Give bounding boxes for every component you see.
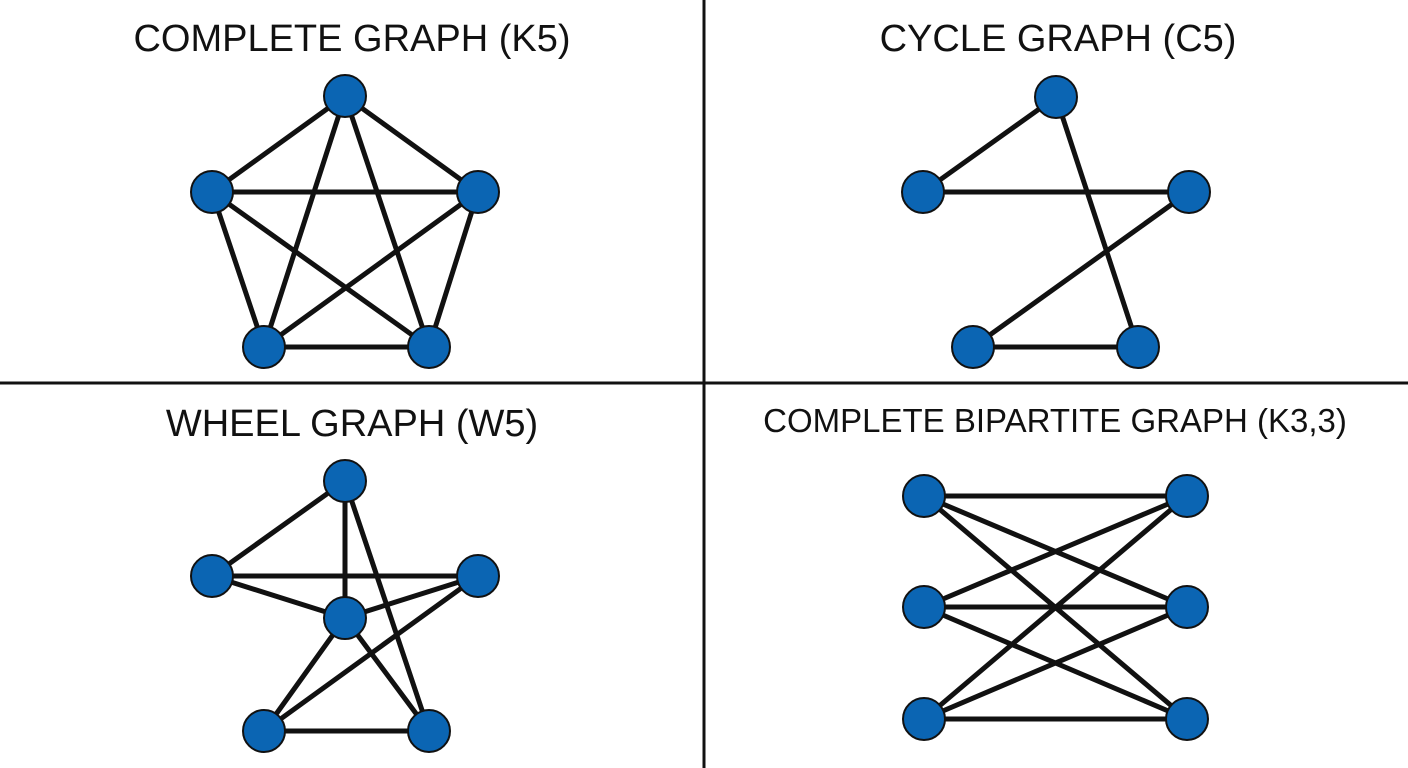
graph-node bbox=[1034, 75, 1078, 119]
panel-title-cycle-graph: CYCLE GRAPH (C5) bbox=[880, 18, 1237, 60]
graph-node bbox=[456, 170, 500, 214]
graph-node bbox=[407, 325, 451, 369]
panel-title-complete-graph: COMPLETE GRAPH (K5) bbox=[133, 18, 570, 60]
graph-edge bbox=[209, 573, 348, 621]
graph-node bbox=[902, 585, 946, 629]
graph-node bbox=[407, 709, 451, 753]
graph-node bbox=[456, 554, 500, 598]
graph-edge bbox=[921, 493, 1190, 610]
graph-edge bbox=[342, 615, 432, 734]
graph-edge bbox=[209, 478, 348, 579]
graph-edge bbox=[342, 93, 432, 350]
graph-node bbox=[902, 474, 946, 518]
graph-edge bbox=[209, 93, 348, 195]
graph-edge bbox=[209, 189, 267, 350]
graph-node bbox=[323, 596, 367, 640]
graph-node bbox=[190, 554, 234, 598]
complete-bipartite-graph-k33 bbox=[902, 474, 1209, 741]
cycle-graph-c5 bbox=[901, 75, 1211, 369]
graph-edge bbox=[342, 573, 481, 621]
graph-node bbox=[242, 709, 286, 753]
graph-edge bbox=[970, 189, 1192, 350]
graph-edge bbox=[426, 189, 481, 350]
graph-edge bbox=[1053, 94, 1141, 350]
graph-node bbox=[323, 74, 367, 118]
graph-edge bbox=[209, 189, 432, 350]
graph-edge bbox=[261, 93, 348, 350]
graph-node bbox=[1165, 585, 1209, 629]
graph-node bbox=[1116, 325, 1160, 369]
graph-node bbox=[1165, 474, 1209, 518]
graph-edge bbox=[261, 615, 348, 734]
graph-node bbox=[1165, 697, 1209, 741]
graph-node bbox=[1167, 170, 1211, 214]
graph-edge bbox=[921, 493, 1190, 722]
graph-edge bbox=[342, 93, 481, 195]
graph-node bbox=[951, 325, 995, 369]
panel-title-wheel-graph: WHEEL GRAPH (W5) bbox=[166, 403, 538, 445]
graph-node bbox=[242, 325, 286, 369]
graph-edge bbox=[920, 94, 1059, 195]
graph-edge bbox=[921, 604, 1190, 722]
graph-node bbox=[323, 459, 367, 503]
graph-node bbox=[902, 697, 946, 741]
panel-title-complete-bipartite-graph: COMPLETE BIPARTITE GRAPH (K3,3) bbox=[763, 402, 1347, 439]
graph-edge bbox=[261, 189, 481, 350]
graph-node bbox=[901, 170, 945, 214]
complete-graph-k5 bbox=[190, 74, 500, 369]
wheel-graph-w5 bbox=[190, 459, 500, 753]
graph-node bbox=[190, 170, 234, 214]
